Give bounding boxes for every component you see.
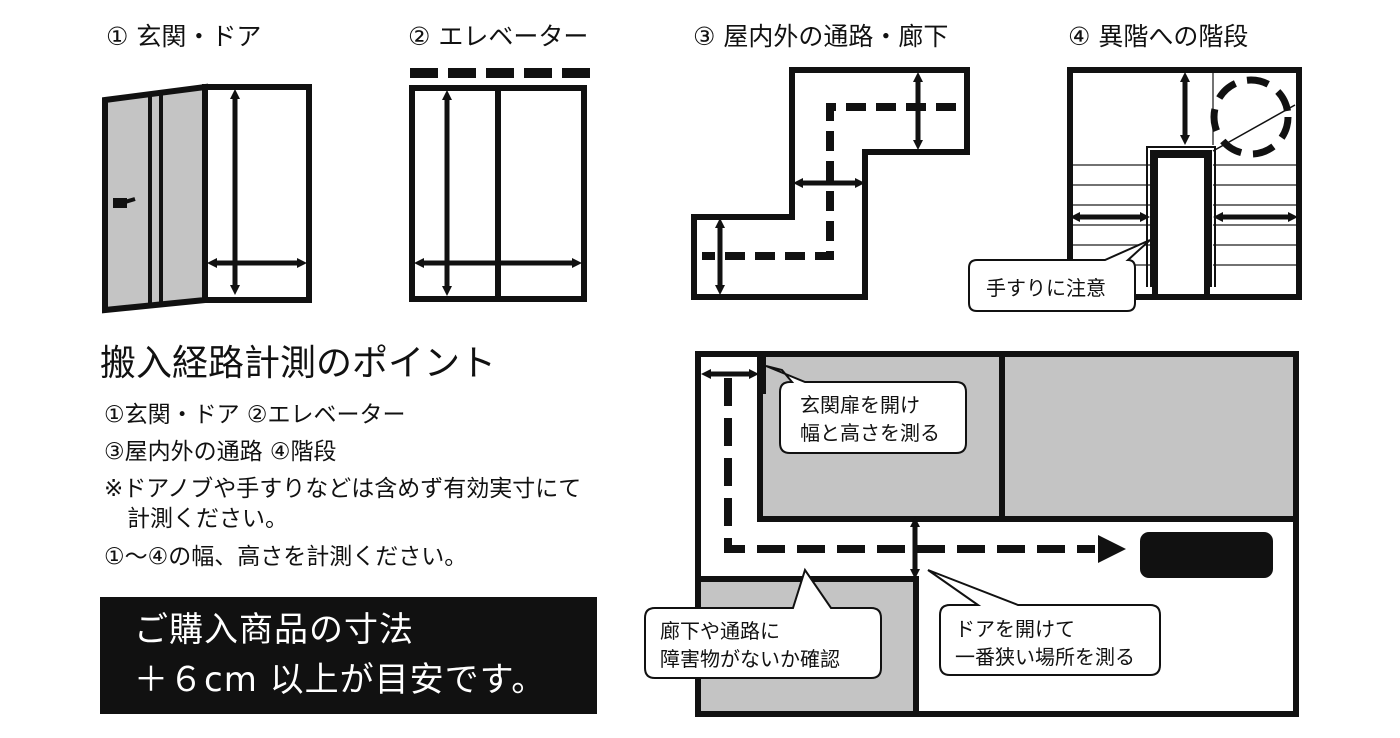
callout-door-bubble [927,569,1161,676]
landing-turn-circle [1210,76,1292,158]
callout-entrance-line-2: 幅と高さを測る [800,421,940,445]
door-knob-icon [113,198,127,208]
callout-door-line-2: 一番狭い場所を測る [955,645,1135,669]
size-note-box: ご購入商品の寸法 ＋６cm 以上が目安です。 [100,597,597,714]
room-upper-right [999,351,1299,522]
callout-door-line-1: ドアを開けて [955,617,1075,641]
handrail-inner [1150,150,1212,287]
corridor-path-dashes [702,103,956,260]
label-elevator: ② エレベーター [408,22,589,51]
stairs-callout-bubble [968,239,1151,312]
callout-entrance-bubble [765,365,967,454]
points-line-2: ③屋内外の通路 ④階段 [104,439,337,465]
entrance-door-diagram [102,83,312,314]
points-line-5: ①～④の幅、高さを計測ください。 [104,544,468,570]
size-note-line-1: ご購入商品の寸法 [134,610,414,650]
callout-entrance-line-1: 玄関扉を開け [800,393,920,417]
stair-center-wall [1152,152,1210,297]
size-note-line-2: ＋６cm 以上が目安です。 [134,660,547,700]
door-frame [202,84,312,303]
callout-corridor-line-1: 廊下や通路に [660,619,780,643]
elevator-diagram [409,68,590,302]
destination-block [1140,532,1273,578]
route-path-dashes [724,378,1095,553]
callout-corridor-bubble [644,567,882,679]
route-arrowhead [1098,535,1126,563]
points-line-3: ※ドアノブや手すりなどは含めず有効実寸にて [104,476,582,502]
callout-corridor-line-2: 障害物がないか確認 [660,647,840,671]
corridor-diagram [691,67,970,300]
label-entrance: ① 玄関・ドア [106,22,262,51]
points-title: 搬入経路計測のポイント [100,343,497,384]
stairs-callout-text: 手すりに注意 [986,276,1106,300]
label-stairs: ④ 異階への階段 [1068,22,1249,51]
points-line-1: ①玄関・ドア ②エレベーター [104,402,406,428]
points-line-4: 計測ください。 [104,506,288,532]
floorplan-entrance-door [760,354,766,394]
label-corridor: ③ 屋内外の通路・廊下 [693,22,949,51]
